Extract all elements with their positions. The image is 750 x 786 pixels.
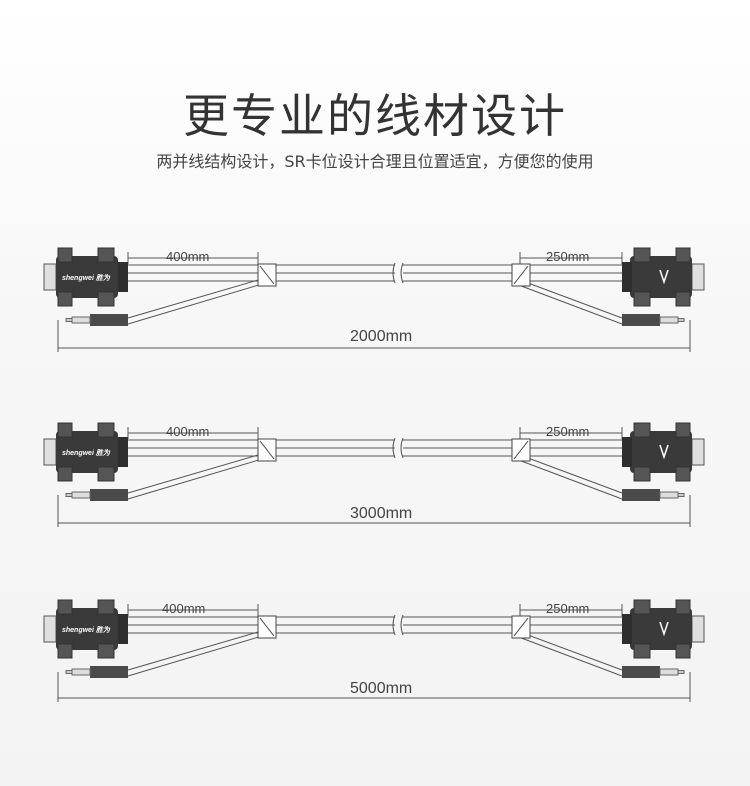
brand-logo: shengwei 胜为 — [62, 625, 111, 634]
right-audio-jack — [622, 666, 685, 678]
left-vga-connector: shengwei 胜为 — [43, 247, 128, 307]
brand-logo: shengwei 胜为 — [62, 273, 111, 282]
left-vga-connector: shengwei 胜为 — [43, 599, 128, 659]
page-title: 更专业的线材设计 — [183, 89, 567, 143]
right-vga-connector — [622, 599, 705, 659]
right-length-label: 250mm — [546, 601, 590, 616]
cable-drawing: shengwei 胜为 — [43, 599, 705, 702]
page-subtitle: 两并线结构设计，SR卡位设计合理且位置适宜，方便您的使用 — [156, 152, 594, 171]
left-audio-jack — [65, 489, 128, 501]
left-audio-jack — [65, 314, 128, 326]
cable-diagram-2000mm: shengwei 胜为 400mm 250mm 2000mm — [0, 240, 750, 370]
right-audio-jack — [622, 489, 685, 501]
right-length-label: 250mm — [546, 249, 590, 264]
left-length-label: 400mm — [166, 424, 210, 439]
right-length-label: 250mm — [546, 424, 590, 439]
right-vga-connector — [622, 247, 705, 307]
left-audio-jack — [65, 666, 128, 678]
total-length-label: 2000mm — [350, 328, 413, 345]
left-vga-connector: shengwei 胜为 — [43, 422, 128, 482]
cable-diagram-3000mm: shengwei 胜为 400mm 250mm 3000mm — [0, 415, 750, 545]
cable-drawing: shengwei 胜为 — [43, 422, 705, 527]
right-vga-connector — [622, 422, 705, 482]
total-length-label: 3000mm — [350, 505, 413, 522]
left-length-label: 400mm — [162, 601, 206, 616]
cable-diagram-5000mm: shengwei 胜为 400mm 250mm 5000mm — [0, 592, 750, 722]
brand-logo: shengwei 胜为 — [62, 448, 111, 457]
right-audio-jack — [622, 314, 685, 326]
total-length-label: 5000mm — [350, 680, 413, 697]
cable-drawing: shengwei 胜为 — [43, 247, 705, 352]
left-length-label: 400mm — [166, 249, 210, 264]
